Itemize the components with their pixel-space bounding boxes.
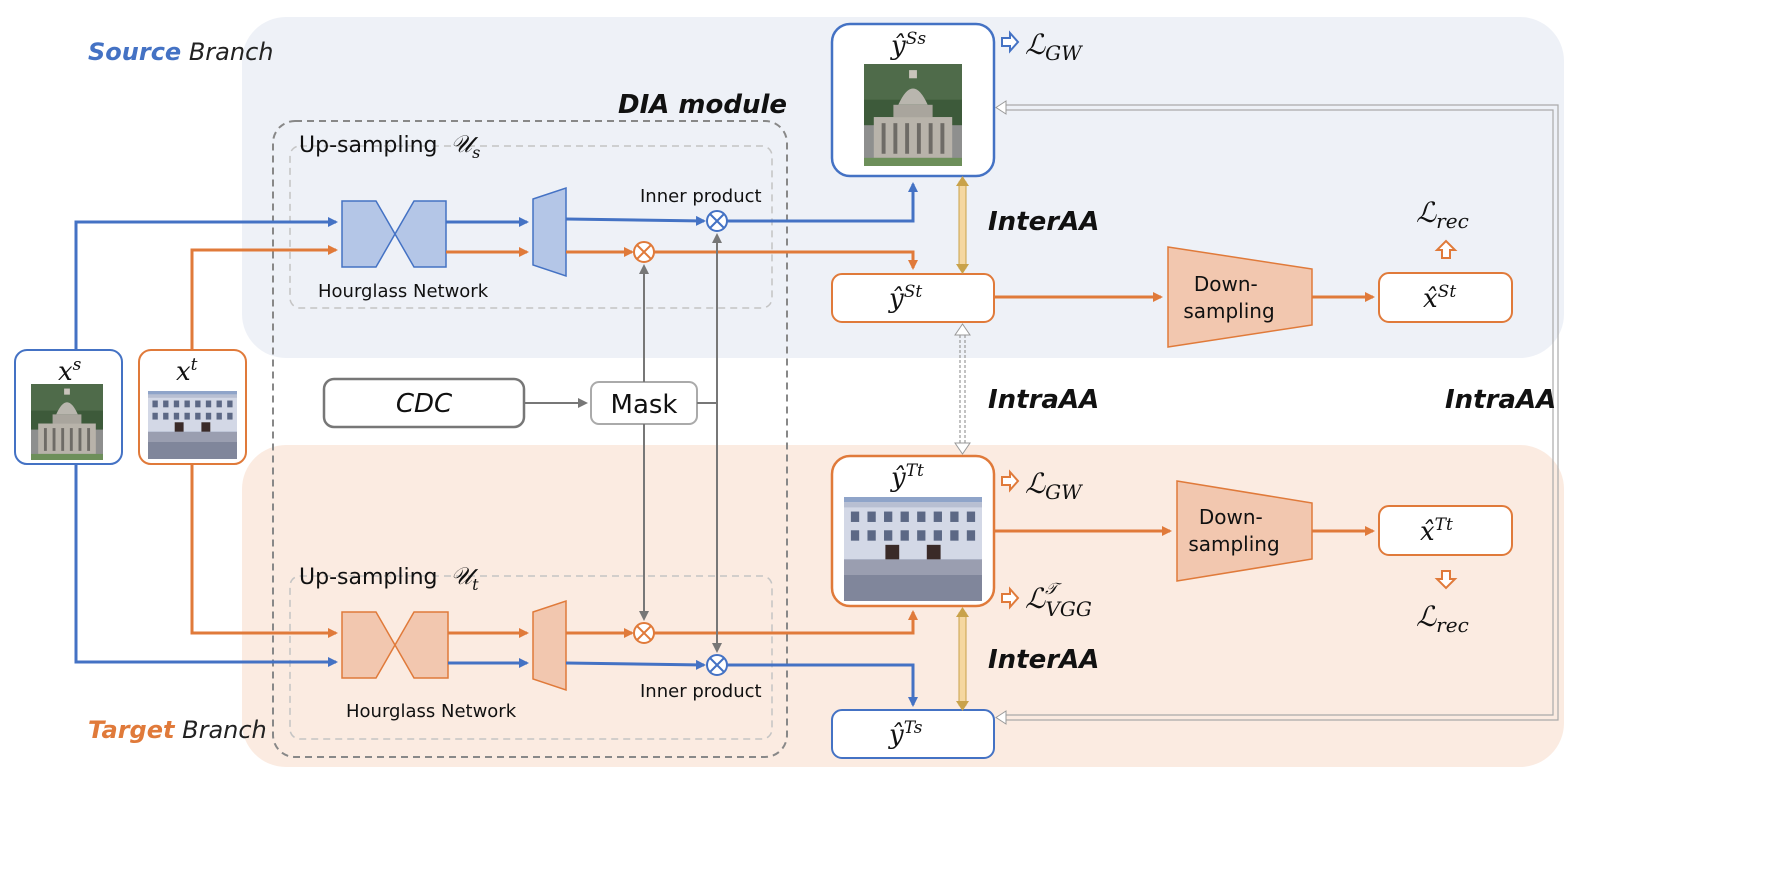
inter-aa-label-top: InterAA [988, 207, 1099, 237]
recon-xTt-label: x̂Tt [1420, 515, 1453, 547]
multiply-node-bottom [633, 622, 655, 644]
dia-module-box [272, 120, 788, 758]
upsampling-source-box [289, 145, 773, 309]
input-xs-label: xs [58, 355, 82, 387]
hourglass-label-bottom: Hourglass Network [346, 701, 517, 722]
output-ySt-label: ŷSt [888, 282, 922, 314]
downsampling-bottom-label: Down- sampling [1188, 505, 1279, 556]
flow-xt-to-top-hourglass [190, 245, 338, 350]
svg-text:ℒrec: ℒrec [1416, 196, 1469, 233]
loss-rec-top: ℒrec [1416, 196, 1469, 259]
multiply-node-top [633, 241, 655, 263]
recon-xSt-label: x̂St [1423, 282, 1456, 314]
flow-mult-to-ySt [654, 250, 918, 270]
flow-xt-to-bottom-hourglass [190, 464, 338, 638]
inter-aa-arrow-top [956, 176, 969, 274]
loss-rec-bottom: ℒrec [1416, 570, 1469, 637]
recon-xSt-box [1378, 272, 1513, 323]
input-xt-label: xt [176, 355, 198, 387]
source-branch-label: Source Branch [88, 38, 274, 66]
downsampling-top [1167, 246, 1313, 348]
upsampling-target-box [289, 575, 773, 740]
hourglass-network-top [341, 200, 447, 268]
upsampler-bottom [532, 599, 567, 692]
loss-gw-bottom: ℒGW [1001, 467, 1083, 504]
output-yTt-label: ŷTt [890, 461, 924, 493]
flow-top-up-to-inner [565, 215, 706, 226]
dia-module-label: DIA module [618, 90, 787, 120]
flow-bottom-up-to-inner [565, 659, 706, 670]
mask-label: Mask [611, 390, 678, 420]
output-yTs-label: ŷTs [888, 718, 923, 750]
flow-mult-to-yTt [654, 610, 918, 635]
hourglass-network-bottom [341, 611, 449, 679]
output-ySs-image [864, 64, 962, 166]
cdc-label: CDC [396, 389, 453, 419]
output-ySs-label: ŷSs [890, 29, 926, 61]
input-xt-image [148, 391, 237, 459]
target-branch-label: Target Branch [88, 716, 267, 744]
svg-text:ℒrec: ℒrec [1416, 600, 1469, 637]
svg-text:ℒGW: ℒGW [1025, 28, 1083, 65]
upsampler-top [532, 186, 567, 278]
downsampling-bottom [1176, 480, 1313, 582]
recon-xTt-box [1378, 505, 1513, 556]
intra-aa-arrow-right [995, 100, 1559, 725]
inner-product-node-bottom [706, 654, 728, 676]
hourglass-label-top: Hourglass Network [318, 281, 489, 302]
inner-product-label-bottom: Inner product [640, 681, 762, 702]
inter-aa-arrow-bottom [956, 607, 969, 711]
flow-xs-to-bottom-hourglass [74, 464, 338, 667]
flow-xs-to-top-hourglass [74, 217, 338, 350]
intra-aa-label-right: IntraAA [1445, 385, 1556, 415]
upsampling-source-label: Up-sampling 𝒰s [299, 130, 480, 162]
svg-text:ℒGW: ℒGW [1025, 467, 1083, 504]
input-xs-image [31, 384, 103, 460]
intra-aa-arrow-mid [954, 323, 971, 455]
flow-inner-to-ySs [727, 182, 918, 223]
inner-product-node-top [706, 210, 728, 232]
inner-product-label-top: Inner product [640, 186, 762, 207]
loss-gw-top: ℒGW [1001, 28, 1083, 65]
intra-aa-label-mid: IntraAA [988, 385, 1099, 415]
inter-aa-label-bottom: InterAA [988, 645, 1099, 675]
upsampling-target-label: Up-sampling 𝒰t [299, 562, 479, 594]
output-yTt-image [844, 497, 982, 601]
flow-inner-to-yTs [727, 663, 918, 707]
output-yTs-box [831, 709, 995, 759]
downsampling-top-label: Down- sampling [1183, 272, 1274, 323]
